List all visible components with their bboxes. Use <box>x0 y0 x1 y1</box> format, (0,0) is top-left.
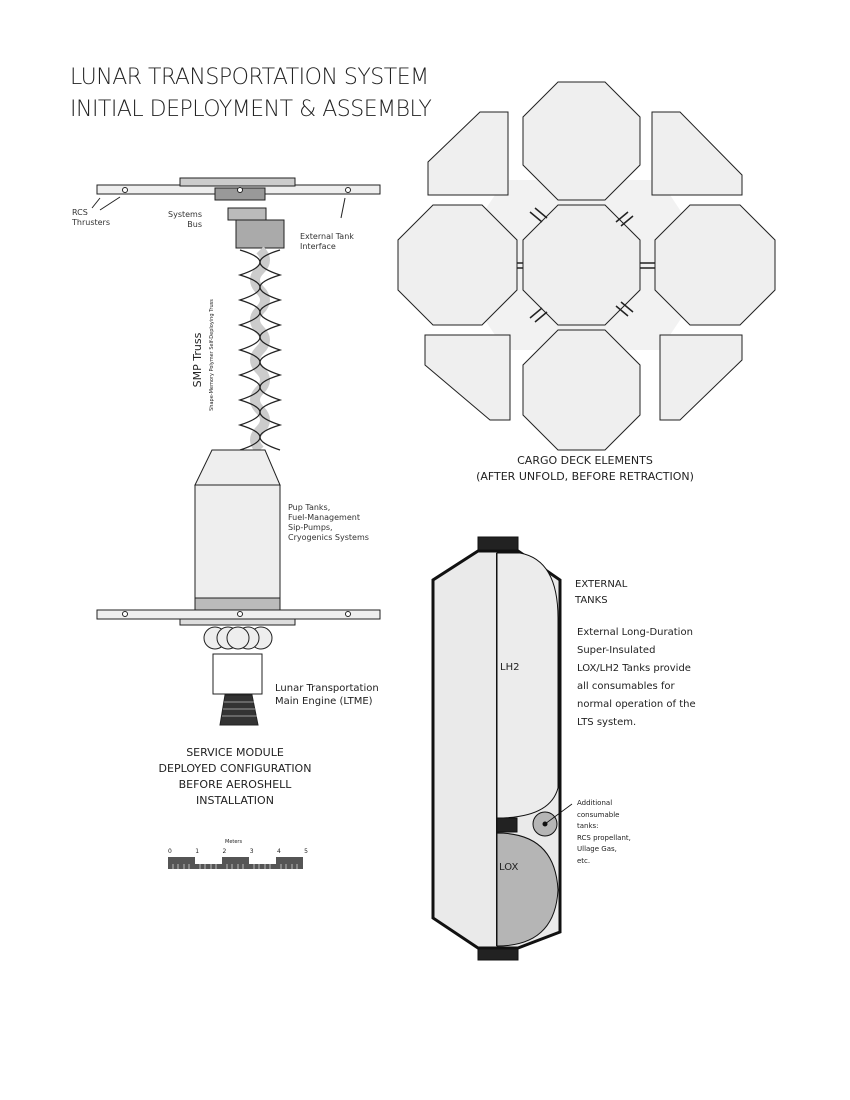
deck-panel-top-right <box>651 111 743 196</box>
label-lox: LOX <box>499 862 519 873</box>
label-smp-truss: SMP Truss <box>191 332 204 388</box>
label-smp-truss-sub: Shape-Memory Polymer Self-Deploying Trus… <box>209 299 215 411</box>
external-tanks-description: External Long-Duration Super-Insulated L… <box>577 627 696 728</box>
smp-truss <box>237 246 283 454</box>
scale-tick: 3 <box>249 848 254 855</box>
label-external-tank-interface: External Tank Interface <box>300 232 354 251</box>
label-rcs-thrusters: RCS Thrusters <box>72 208 110 227</box>
deck-panel-bottom-right <box>659 334 743 421</box>
deck-octagon-bottom <box>522 329 641 451</box>
service-module-caption: SERVICE MODULE DEPLOYED CONFIGURATION BE… <box>158 746 312 807</box>
deck-panel-top-left <box>427 111 509 196</box>
scale-tick: 4 <box>276 848 281 855</box>
scale-tick: 1 <box>195 848 200 855</box>
deck-panel-bottom-left <box>424 334 511 421</box>
cargo-deck-caption: CARGO DECK ELEMENTS (AFTER UNFOLD, BEFOR… <box>476 454 694 483</box>
service-module <box>91 177 381 726</box>
label-additional-tanks: Additional consumable tanks: RCS propell… <box>577 799 631 865</box>
cargo-deck <box>397 81 776 451</box>
scale-tick: 5 <box>304 848 308 855</box>
external-tanks-heading: EXTERNAL TANKS <box>575 579 628 606</box>
scale-tick: 2 <box>222 848 227 855</box>
label-main-engine: Lunar Transportation Main Engine (LTME) <box>275 683 379 707</box>
deck-octagon-top <box>522 81 641 201</box>
label-systems-bus: Systems Bus <box>168 210 202 229</box>
external-tank <box>431 536 573 961</box>
scale-tick: 0 <box>168 848 172 855</box>
deck-octagon-left <box>397 204 518 326</box>
scale-bar <box>168 857 303 869</box>
deck-octagon-center <box>522 204 641 326</box>
scale-unit: Meters <box>225 839 243 845</box>
label-lh2: LH2 <box>500 662 520 673</box>
scale-ticks: 0 1 2 3 4 5 <box>168 848 308 856</box>
deck-octagon-right <box>654 204 776 326</box>
label-pup-tanks: Pup Tanks, Fuel-Management Sip-Pumps, Cr… <box>288 503 369 542</box>
